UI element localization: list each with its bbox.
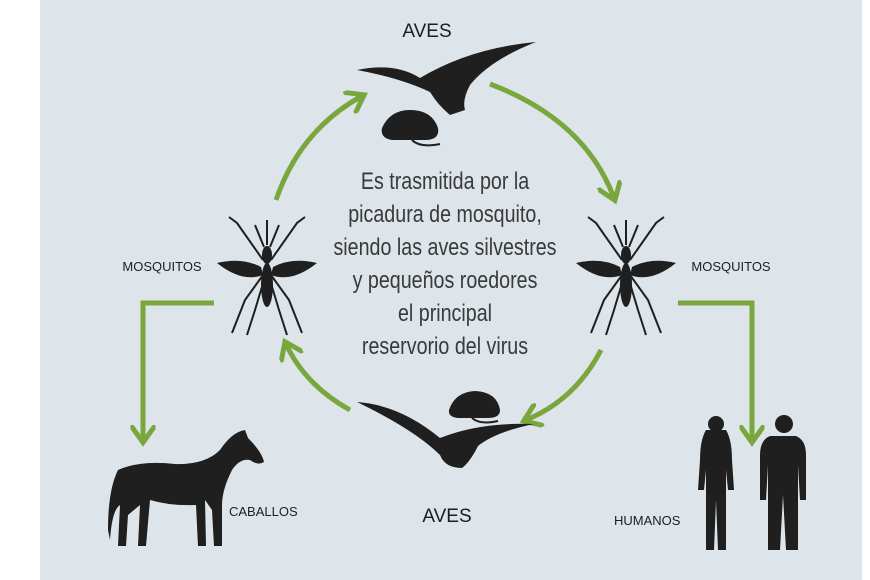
label-horses: CABALLOS — [229, 504, 298, 519]
woman-icon — [698, 416, 734, 550]
bird-icon-bottom — [357, 402, 534, 468]
label-mosquitos-left: MOSQUITOS — [122, 259, 202, 274]
mosquito-icon-left — [217, 216, 317, 336]
label-mosquitos-right: MOSQUITOS — [691, 259, 771, 274]
arrow-mosquito-to-bird-bottom — [526, 348, 604, 420]
arrow-mosquito-to-humans — [678, 300, 752, 440]
label-birds-bottom: AVES — [422, 506, 471, 527]
center-text-line: picadura de mosquito, — [348, 200, 542, 227]
center-text-line: reservorio del virus — [362, 332, 528, 359]
horse-icon — [108, 430, 264, 546]
center-description: Es trasmitida por la picadura de mosquit… — [333, 167, 556, 359]
bird-icon-top — [357, 42, 536, 115]
center-text-line: siendo las aves silvestres — [333, 233, 556, 260]
label-birds-top: AVES — [402, 21, 451, 42]
arrow-mosquito-to-bird — [273, 96, 362, 201]
center-text-line: el principal — [398, 299, 492, 326]
center-text-line: y pequeños roedores — [353, 266, 538, 293]
mosquito-icon-right — [576, 216, 676, 336]
label-humans: HUMANOS — [614, 513, 681, 528]
arrow-bird-to-mosquito — [489, 81, 614, 198]
rat-icon-top — [381, 110, 441, 147]
center-text-line: Es trasmitida por la — [361, 167, 530, 194]
arrow-bird-to-mosquito-left — [286, 344, 352, 413]
arrow-mosquito-to-horse — [143, 300, 214, 440]
man-icon — [760, 415, 806, 550]
rat-icon-bottom — [448, 391, 500, 424]
